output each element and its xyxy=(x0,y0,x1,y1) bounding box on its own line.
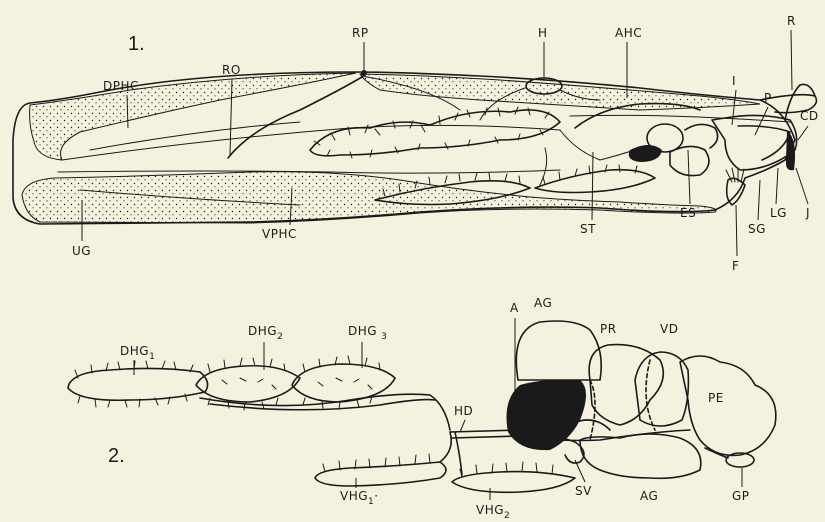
leader-sv xyxy=(575,460,585,482)
label-i: I xyxy=(732,74,736,88)
leader-es xyxy=(688,150,690,204)
label-dhg2: DHG2 xyxy=(248,324,283,342)
figure-1 xyxy=(13,72,816,224)
label-dhg1: DHG1 xyxy=(120,344,155,362)
label-dphc: DPHC xyxy=(103,79,139,93)
leader-sg xyxy=(758,180,760,220)
leader-p xyxy=(755,107,768,135)
figure-2 xyxy=(68,321,776,492)
leader-lg xyxy=(776,168,778,204)
leader-hd xyxy=(460,420,465,432)
label-f: F xyxy=(732,259,739,273)
label-vhg1: VHG1· xyxy=(340,489,379,507)
ampulla-fig1 xyxy=(629,145,662,162)
dorsal-posterior-hydrocoel xyxy=(30,73,356,160)
dorsal-hydrocoel-gonads xyxy=(68,356,450,430)
cd-line xyxy=(570,115,790,122)
label-pr: PR xyxy=(600,322,617,336)
fig1-number: 1. xyxy=(128,33,145,55)
label-es: ES xyxy=(680,206,696,220)
label-r: R xyxy=(787,14,796,28)
label-gp: GP xyxy=(732,489,750,503)
label-ag-top: AG xyxy=(534,296,552,310)
label-vd: VD xyxy=(660,322,678,336)
penis xyxy=(680,356,776,455)
label-ahc: AHC xyxy=(615,26,642,40)
label-hd: HD xyxy=(454,404,473,418)
label-lg: LG xyxy=(770,206,787,220)
leader-j xyxy=(796,168,808,204)
label-ug: UG xyxy=(72,244,91,258)
label-ag-bottom: AG xyxy=(640,489,658,503)
anterior-hydrocoel xyxy=(360,74,760,110)
label-h: H xyxy=(538,26,548,40)
leader-i xyxy=(732,90,736,125)
organ-cluster xyxy=(507,321,776,478)
hd-duct-2 xyxy=(452,436,520,438)
retractor-line-3 xyxy=(90,122,300,150)
label-cd: CD xyxy=(800,109,819,123)
leader-cd xyxy=(798,126,808,140)
label-st: ST xyxy=(580,222,596,236)
label-pe: PE xyxy=(708,391,724,405)
label-sv: SV xyxy=(575,484,592,498)
label-vphc: VPHC xyxy=(262,227,297,241)
label-p: P xyxy=(764,91,772,105)
leader-r xyxy=(791,30,792,90)
leader-f xyxy=(736,205,737,256)
label-j: J xyxy=(805,206,810,220)
rp-marker xyxy=(361,70,367,76)
dorsal-gonad-tubules-fig1 xyxy=(310,107,560,158)
label-vhg2: VHG2 xyxy=(476,503,510,521)
fig2-number: 2. xyxy=(108,445,125,467)
label-a: A xyxy=(510,301,519,315)
label-ro: RO xyxy=(222,63,241,77)
label-rp: RP xyxy=(352,26,369,40)
ventral-posterior-hydrocoel xyxy=(22,172,716,223)
label-sg: SG xyxy=(748,222,766,236)
